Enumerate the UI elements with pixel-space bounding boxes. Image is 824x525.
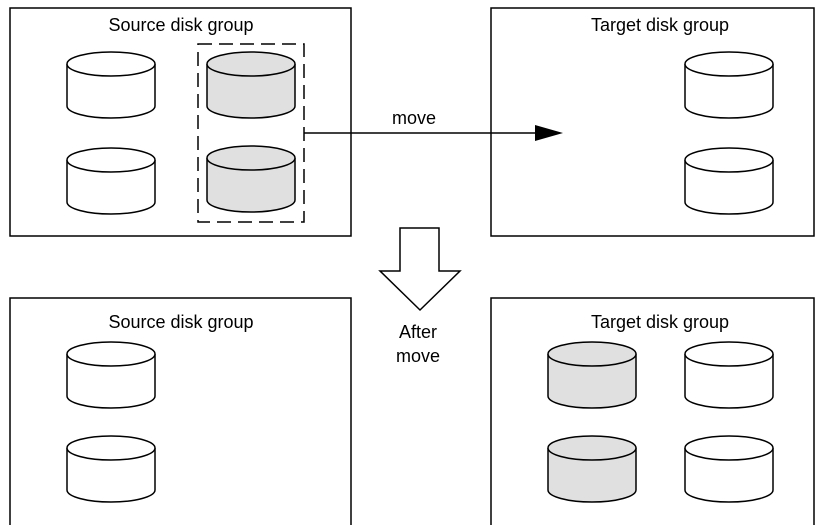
disk-icon: [684, 341, 774, 409]
move-arrow: move: [304, 108, 563, 141]
disk-icon: [684, 147, 774, 215]
after-target-group-box: [490, 297, 815, 525]
before-source-group: Source disk group: [9, 7, 352, 237]
disk-icon: [206, 51, 296, 119]
before-target-group-box: [490, 7, 815, 237]
before-source-group-box: [9, 7, 352, 237]
disk-icon: [547, 341, 637, 409]
after-source-group: Source disk group: [9, 297, 352, 525]
disk-icon: [66, 147, 156, 215]
before-target-group: Target disk group: [490, 7, 815, 237]
before-source-group-title: Source disk group: [108, 15, 253, 35]
disk-icon: [684, 51, 774, 119]
disk-icon: [684, 435, 774, 503]
after-source-group-title: Source disk group: [108, 312, 253, 332]
hollow-down-arrow-icon: [378, 227, 462, 312]
disk-icon: [66, 341, 156, 409]
after-move-label-line1: After: [399, 322, 437, 342]
after-source-group-box: [9, 297, 352, 525]
disk-icon: [206, 145, 296, 213]
after-target-group: Target disk group: [490, 297, 815, 525]
disk-icon: [66, 51, 156, 119]
after-target-group-title: Target disk group: [591, 312, 729, 332]
disk-icon: [66, 435, 156, 503]
transition: After move: [378, 227, 462, 366]
after-move-label-line2: move: [396, 346, 440, 366]
disk-icon: [547, 435, 637, 503]
move-label: move: [392, 108, 436, 128]
arrow-head-icon: [535, 125, 563, 141]
before-target-group-title: Target disk group: [591, 15, 729, 35]
